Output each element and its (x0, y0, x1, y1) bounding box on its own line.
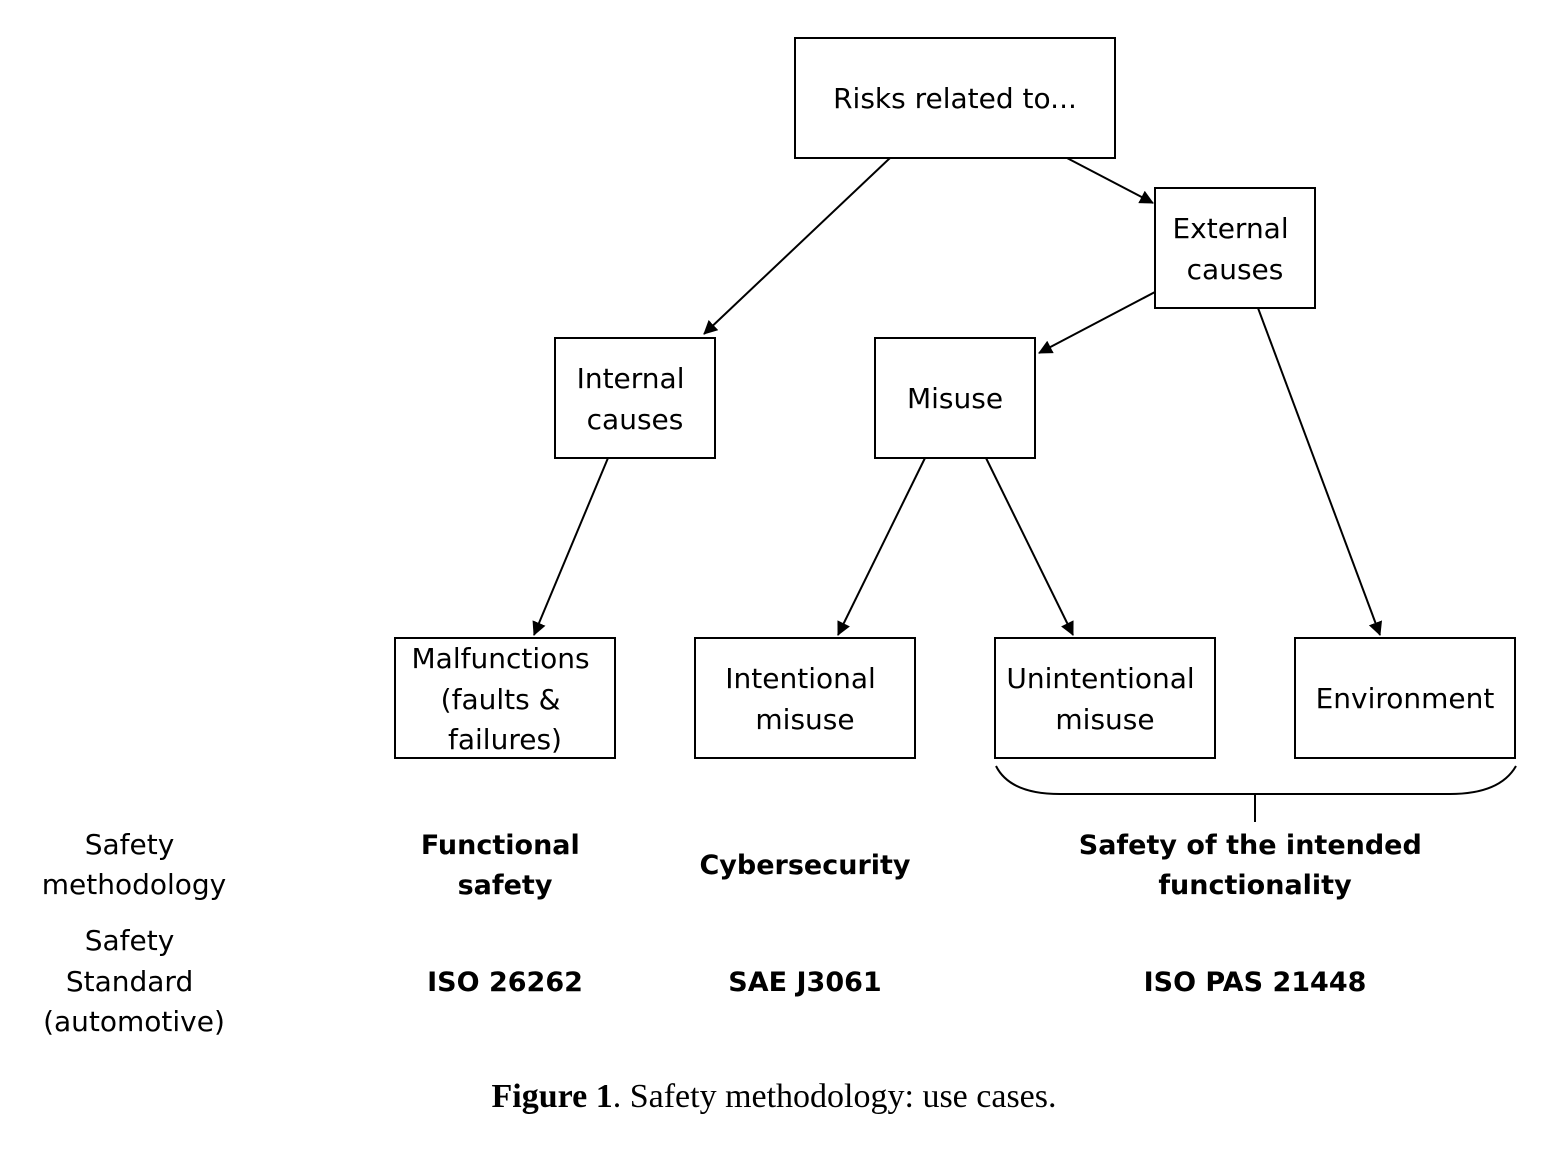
methodology-sotif-line-1: Safety of the intended (1079, 830, 1422, 861)
row-label-methodology-line-2: methodology (42, 868, 227, 901)
svg-text:Malfunctions (faults &: Malfunctions (faults & failures) (412, 642, 599, 756)
grouping-brace (995, 765, 1517, 795)
methodology-functional-safety: Functional safety (421, 830, 589, 901)
figure-caption-text: . Safety methodology: use cases. (612, 1078, 1057, 1115)
standard-sae-j3061: SAE J3061 (728, 967, 881, 998)
edge-external-misuse (1038, 291, 1156, 354)
node-external-line-2: causes (1187, 253, 1284, 286)
edge-misuse-unintentional (985, 457, 1074, 636)
node-root-line-1: Risks related to... (833, 82, 1077, 115)
figure-caption-label: Figure 1 (491, 1078, 613, 1115)
node-malfunctions-line-3: failures) (448, 723, 562, 756)
row-label-methodology: Safety methodology (42, 828, 227, 901)
edges (532, 157, 1383, 636)
standard-iso-26262: ISO 26262 (427, 967, 583, 998)
node-malfunctions: Malfunctions (faults & failures) (394, 637, 616, 759)
edge-misuse-intentional (837, 457, 926, 636)
methodology-sotif: Safety of the intended functionality (1079, 830, 1431, 901)
edge-root-external (1066, 157, 1154, 204)
node-internal-line-1: Internal (577, 362, 685, 395)
figure-caption: Figure 1. Safety methodology: use cases. (0, 1078, 1548, 1116)
methodology-functional-line-2: safety (458, 870, 553, 901)
node-intentional-misuse: Intentional misuse (694, 637, 916, 759)
node-misuse: Misuse (874, 337, 1036, 459)
node-malfunctions-line-2: (faults & (441, 683, 561, 716)
node-external-causes: External causes (1154, 187, 1316, 309)
node-unintentional-line-1: Unintentional (1006, 662, 1194, 695)
node-environment-line-1: Environment (1316, 682, 1495, 715)
node-intentional-line-1: Intentional (725, 662, 876, 695)
svg-text:Misuse: Misuse (907, 382, 1003, 415)
row-label-standard-line-3: (automotive) (43, 1005, 225, 1038)
edge-external-environment (1257, 307, 1383, 636)
methodology-functional-line-1: Functional (421, 830, 580, 861)
svg-text:Risks related to...: Risks related to... (833, 82, 1077, 115)
node-internal-line-2: causes (587, 403, 684, 436)
standard-sotif-line-1: ISO PAS 21448 (1144, 967, 1367, 998)
edge-root-internal (703, 157, 891, 335)
row-label-standard-line-2: Standard (66, 965, 193, 998)
node-internal-causes: Internal causes (554, 337, 716, 459)
node-intentional-line-2: misuse (755, 703, 854, 736)
standard-iso-pas-21448: ISO PAS 21448 (1144, 967, 1367, 998)
node-malfunctions-line-1: Malfunctions (412, 642, 590, 675)
node-unintentional-line-2: misuse (1055, 703, 1154, 736)
methodology-sotif-line-2: functionality (1158, 870, 1352, 901)
row-label-methodology-line-1: Safety (85, 828, 175, 861)
svg-text:Unintentional misuse: Unintentional misuse (1006, 662, 1203, 736)
svg-text:Environment: Environment (1316, 682, 1495, 715)
node-root: Risks related to... (794, 37, 1116, 159)
svg-text:Intentional misuse: Intentional misuse (725, 662, 884, 736)
methodology-cyber-line-1: Cybersecurity (699, 850, 910, 881)
standard-cyber-line-1: SAE J3061 (728, 967, 881, 998)
edge-internal-malfunctions (532, 457, 609, 636)
node-external-line-1: External (1172, 212, 1288, 245)
node-unintentional-misuse: Unintentional misuse (994, 637, 1216, 759)
node-environment: Environment (1294, 637, 1516, 759)
node-misuse-line-1: Misuse (907, 382, 1003, 415)
standard-functional-line-1: ISO 26262 (427, 967, 583, 998)
row-label-standard-line-1: Safety (85, 924, 175, 957)
svg-text:External causes: External causes (1172, 212, 1297, 286)
svg-text:Internal causes: Internal causes (577, 362, 694, 436)
row-label-standard: Safety Standard (automotive) (43, 924, 225, 1038)
methodology-cybersecurity: Cybersecurity (699, 850, 910, 881)
